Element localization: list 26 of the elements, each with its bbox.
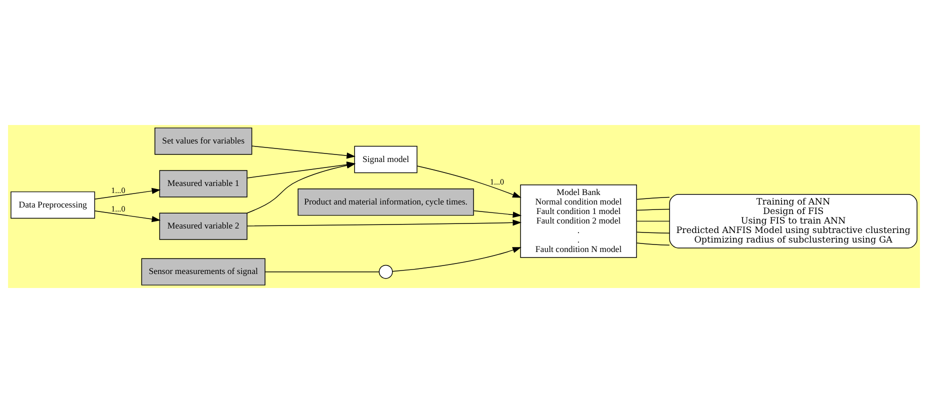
- node-box: Sensor measurements of signal: [141, 258, 266, 285]
- node-box: Set values for variables: [154, 127, 252, 154]
- edge-label: 1...0: [490, 176, 504, 186]
- node-box: Measured variable 1: [159, 170, 248, 197]
- node-box: Training of ANN Design of FIS Using FIS to train ANN Predicted ANFIS Model using subtractive clustering Optimizing radius of subclustering using GA: [669, 194, 918, 248]
- arrow: [473, 210, 522, 218]
- arrow: [246, 219, 522, 226]
- arrow: [392, 246, 522, 272]
- connector: [636, 196, 670, 200]
- node-box: Signal model: [354, 145, 418, 173]
- node-circle: [378, 264, 393, 278]
- edge-label: 1...0: [111, 204, 126, 213]
- arrow: [94, 210, 161, 222]
- connector: [636, 231, 670, 234]
- arrow: [252, 145, 356, 158]
- arrow: [416, 165, 522, 198]
- connector: [636, 220, 670, 222]
- node-box: Model Bank Normal condition model Fault condition 1 model Fault condition 2 model . . Fault condition N model: [520, 184, 637, 258]
- node-box: Measured variable 2: [159, 212, 248, 240]
- connector: [636, 242, 670, 246]
- node-box: Product and material information, cycle times.: [298, 188, 474, 216]
- connector: [264, 270, 380, 272]
- node-box: Data Preprocessing: [10, 190, 96, 218]
- connector: [636, 208, 670, 210]
- arrow: [94, 187, 161, 200]
- edge-label: 1...0: [111, 186, 126, 195]
